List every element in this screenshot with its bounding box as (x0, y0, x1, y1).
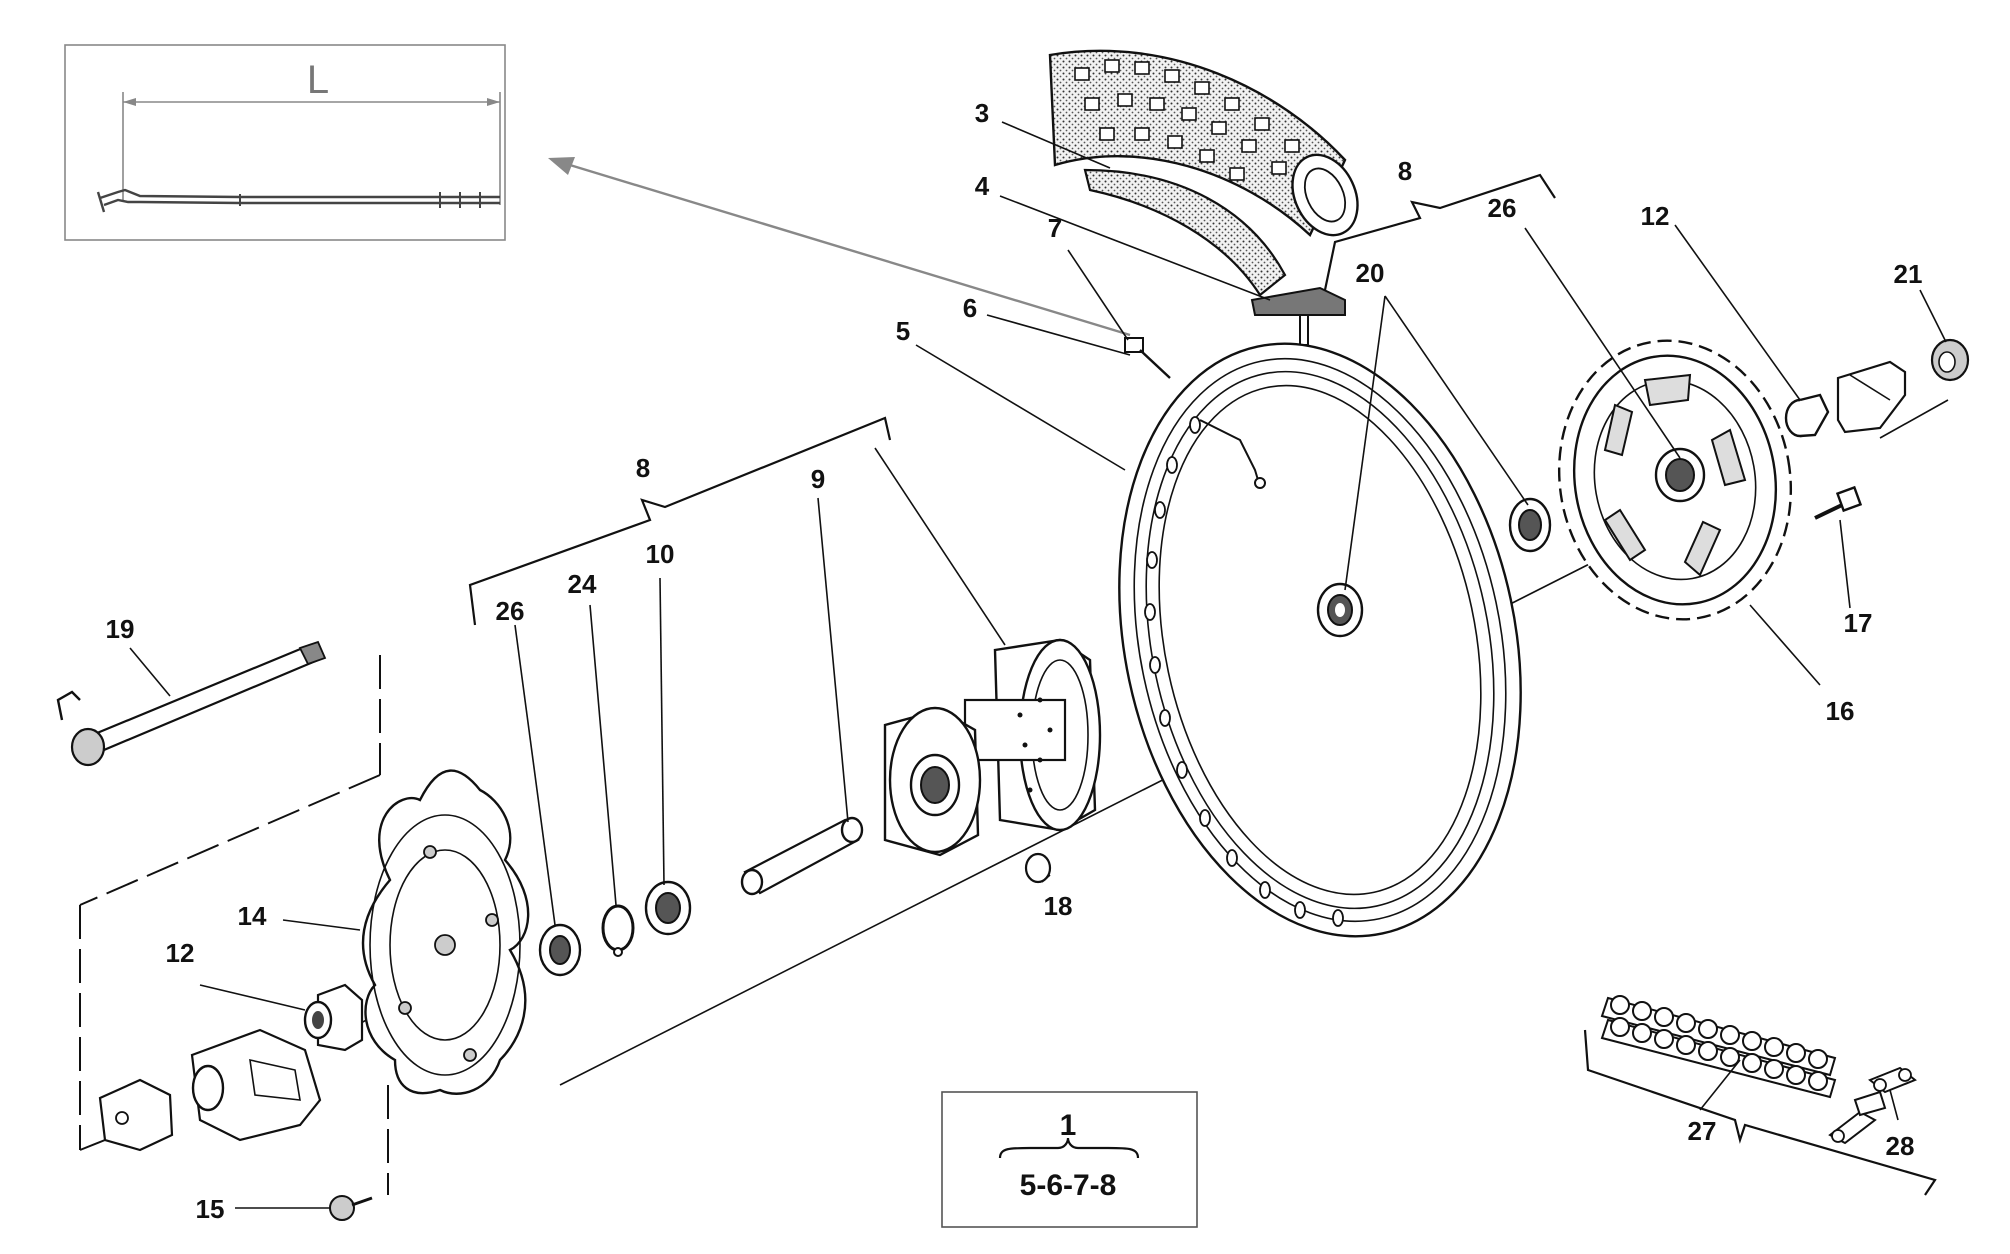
callout-brake-disc: 14 (238, 901, 267, 931)
leader-lines (129, 121, 1947, 1209)
inner-spacer-tube (740, 816, 864, 896)
rear-axle (56, 640, 327, 767)
right-bearing (1508, 497, 1552, 553)
spoke-inset: L (64, 44, 506, 241)
drive-chain (1600, 995, 1837, 1099)
callout-left-spacer: 12 (166, 938, 195, 968)
left-seal (538, 923, 582, 977)
callout-right-seal: 26 (1488, 193, 1517, 223)
callout-disc-screw: 15 (196, 1194, 225, 1224)
callout-left-seal: 26 (496, 596, 525, 626)
rim-lock (1250, 286, 1346, 346)
brake-disc (361, 769, 530, 1095)
right-spacer (1784, 393, 1830, 438)
callout-tire: 3 (975, 98, 989, 128)
tire (1048, 49, 1359, 237)
kit-brace (998, 1137, 1140, 1159)
hub-nut (1024, 852, 1052, 884)
callout-spacer-tube: 9 (811, 464, 825, 494)
callout-bearings: 20 (1356, 258, 1385, 288)
callout-valve-screw: 7 (1048, 213, 1062, 243)
caliper-bracket (190, 1028, 322, 1142)
circlip (601, 904, 635, 957)
disc-screw (329, 1195, 373, 1221)
center-bearing (1316, 582, 1364, 638)
callout-circlip: 24 (568, 569, 597, 599)
rim-strip (1083, 168, 1287, 297)
sprocket (1557, 339, 1793, 621)
callout-right-spacer: 12 (1641, 201, 1670, 231)
rear-hub (883, 638, 1102, 857)
callout-bearing-group-left: 8 (636, 453, 650, 483)
right-chain-adjuster (1836, 360, 1907, 434)
callout-rim: 5 (896, 316, 910, 346)
left-bearing (644, 880, 692, 936)
valve-screw (1124, 337, 1171, 379)
callout-sprocket: 16 (1826, 696, 1855, 726)
left-spacer (303, 983, 364, 1052)
spoke-drawing (96, 188, 500, 213)
callout-hub-nut: 18 (1044, 891, 1073, 921)
callout-bearing-group-right: 8 (1398, 156, 1412, 186)
callout-left-bearing: 10 (646, 539, 675, 569)
group-brackets (79, 173, 1937, 1196)
callout-master-link: 28 (1886, 1131, 1915, 1161)
callout-sprocket-bolt: 17 (1844, 608, 1873, 638)
spoke-reference-arrow (559, 160, 1131, 337)
sprocket-bolt (1814, 485, 1863, 520)
left-chain-adjuster (98, 1078, 174, 1152)
rim (1118, 342, 1522, 938)
axle-nut (1930, 338, 1970, 382)
kit-box: 1 5-6-7-8 (941, 1091, 1198, 1228)
kit-box-frame (941, 1091, 1198, 1228)
callouts: 3 4 7 6 5 8 20 26 12 21 8 9 10 24 26 19 … (106, 98, 1923, 1224)
master-link (1828, 1066, 1917, 1145)
spoke-length-label: L (307, 58, 329, 102)
callout-spoke: 6 (963, 293, 977, 323)
spoke-inset-frame (64, 44, 506, 241)
kit-number: 1 (1060, 1109, 1077, 1142)
kit-components: 5-6-7-8 (1020, 1169, 1117, 1202)
callout-chain: 27 (1688, 1116, 1717, 1146)
callout-axle: 19 (106, 614, 135, 644)
callout-axle-nut: 21 (1894, 259, 1923, 289)
callout-rim-strip: 4 (975, 171, 990, 201)
